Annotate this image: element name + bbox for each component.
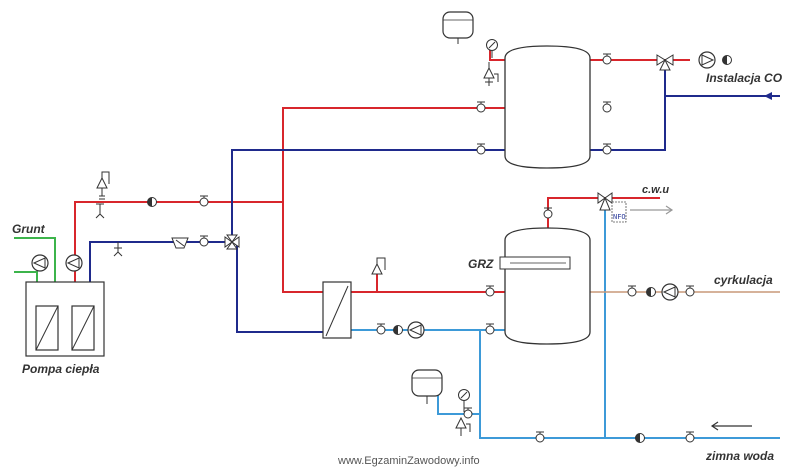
label-cwu: c.w.u xyxy=(642,184,669,196)
label-instalacja-co: Instalacja CO xyxy=(706,71,783,85)
watermark: www.EgzaminZawodowy.info xyxy=(337,455,480,467)
check-valve-icon xyxy=(722,55,732,65)
three-way-valve-icon xyxy=(656,54,674,71)
label-cyrkulacja: cyrkulacja xyxy=(714,273,773,287)
check-valve-icon xyxy=(635,433,645,443)
three-way-valve-icon xyxy=(597,192,613,211)
expansion-vessel-bottom xyxy=(411,369,443,404)
safety-valve-icon xyxy=(371,257,386,275)
check-valve-icon xyxy=(646,287,656,297)
shutoff-valve-icon xyxy=(199,53,695,443)
sensor-tag: NFO xyxy=(613,213,626,221)
label-zimna-woda: zimna woda xyxy=(705,449,774,463)
label-pompa-ciepla: Pompa ciepła xyxy=(22,362,100,376)
four-way-mixing-valve-icon xyxy=(224,234,240,250)
safety-valve-icon xyxy=(483,62,499,86)
supply-pipes xyxy=(74,40,690,310)
label-grunt: Grunt xyxy=(12,222,46,236)
strainer-icon xyxy=(171,237,189,249)
pump-icon-circulation xyxy=(661,283,679,301)
pump-icon-co-circuit xyxy=(698,51,716,69)
pressure-gauge-icon xyxy=(486,39,498,58)
pump-icon-ground-loop-right xyxy=(65,254,83,272)
expansion-vessel-top xyxy=(442,11,474,44)
safety-valve-icon xyxy=(95,203,105,219)
temperature-sensor-icon: NFO xyxy=(611,201,627,223)
dhw-tank xyxy=(499,227,591,345)
safety-valve-icon xyxy=(455,416,471,436)
buffer-tank xyxy=(504,45,591,169)
pressure-gauge-icon xyxy=(458,389,470,412)
label-grz: GRZ xyxy=(468,257,494,271)
plate-heat-exchanger xyxy=(322,281,352,339)
safety-valve-icon xyxy=(113,242,123,257)
pump-icon-ground-loop-left xyxy=(31,254,49,272)
safety-valve-icon xyxy=(96,171,110,200)
pump-icon-cold-water xyxy=(407,321,425,339)
check-valve-icon xyxy=(393,325,403,335)
cold-water-inlet-arrow xyxy=(710,421,752,431)
check-valve-icon xyxy=(147,197,157,207)
heat-pump-unit xyxy=(25,281,105,357)
co-return-arrow xyxy=(764,92,772,100)
dhw-outlet-arrow xyxy=(630,205,674,215)
